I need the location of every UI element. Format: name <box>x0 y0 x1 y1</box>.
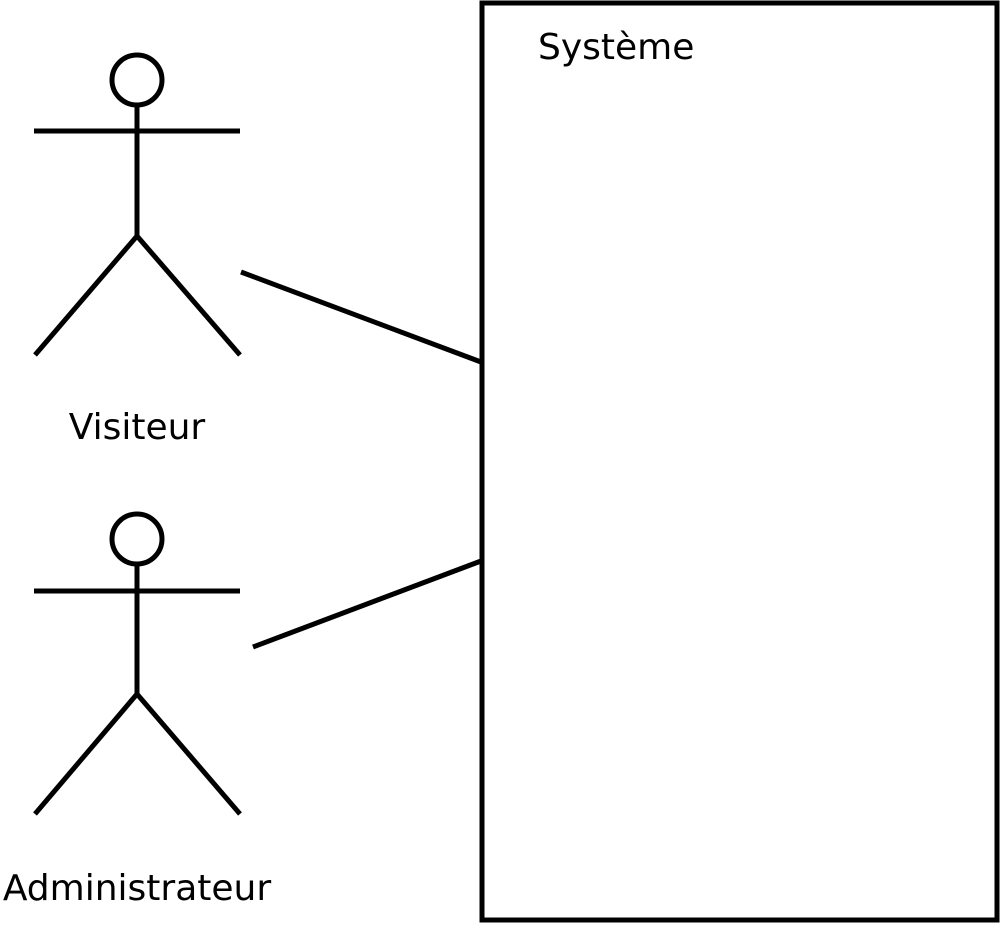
association-admin-system <box>252 558 482 650</box>
actor-visitor-right-leg <box>135 234 242 357</box>
system-boundary <box>479 0 1000 923</box>
association-visitor-system <box>240 269 482 365</box>
actor-visitor-left-leg <box>33 234 139 357</box>
system-title: Système <box>538 27 695 68</box>
actor-visitor-head <box>109 52 165 108</box>
actor-admin-figure <box>33 511 242 816</box>
actor-visitor-label: Visiteur <box>68 407 206 448</box>
actor-visitor-figure <box>33 52 242 357</box>
actor-admin-right-leg <box>135 692 242 816</box>
actor-admin-label: Administrateur <box>2 868 272 909</box>
actor-admin-head <box>109 511 165 567</box>
actor-admin-left-leg <box>33 692 139 816</box>
